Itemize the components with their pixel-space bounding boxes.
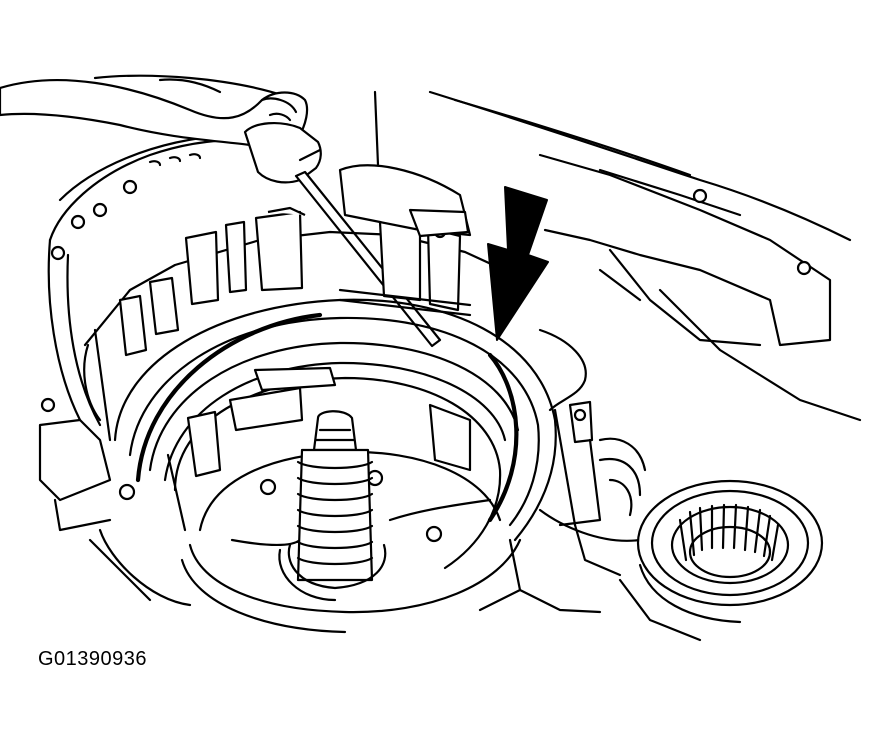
- side-bracket: [478, 328, 647, 614]
- case-housing: [93, 74, 862, 422]
- center-shaft: [278, 410, 387, 602]
- bolt-hole: [70, 214, 86, 230]
- bolt-hole: [796, 260, 812, 276]
- inner-drum: [166, 366, 502, 570]
- hand: [0, 78, 309, 147]
- indicator-arrow: [487, 186, 549, 341]
- case-flange: [38, 133, 272, 607]
- bolt-hole: [573, 408, 587, 422]
- bolt-hole: [259, 478, 277, 496]
- bolt-hole: [122, 179, 138, 195]
- bolt-hole: [40, 397, 56, 413]
- bearing-assembly: [618, 479, 824, 642]
- bolt-hole: [118, 483, 136, 501]
- clutch-drum: [83, 164, 517, 442]
- figure-id-label: G01390936: [38, 648, 148, 670]
- bolt-hole: [50, 245, 66, 261]
- bolt-hole: [92, 202, 108, 218]
- bolt-hole: [692, 188, 708, 204]
- bolt-hole: [425, 525, 443, 543]
